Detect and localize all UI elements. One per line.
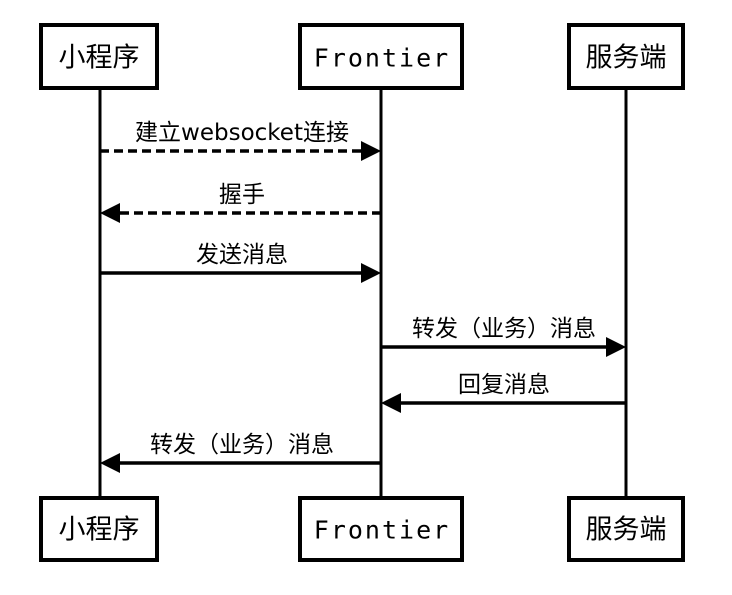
actor-bottom-miniprogram[interactable]: 小程序 — [39, 496, 159, 562]
bottom-actors-group: 小程序 Frontier 服务端 — [39, 496, 685, 562]
message-3-label: 发送消息 — [196, 242, 288, 268]
actor-box-bottom-frontier[interactable] — [298, 496, 464, 562]
message-4[interactable]: 转发（业务）消息 — [381, 316, 626, 357]
message-5-arrowhead — [381, 393, 401, 413]
actor-box-bottom-server[interactable] — [567, 496, 685, 562]
actor-label-bottom-server: 服务端 — [586, 515, 667, 546]
actor-top-server[interactable]: 服务端 — [567, 23, 685, 90]
actor-box-top-miniprogram[interactable] — [39, 23, 159, 90]
message-4-arrowhead — [606, 337, 626, 357]
message-2-label: 握手 — [219, 182, 265, 208]
message-4-label: 转发（业务）消息 — [412, 316, 596, 342]
message-3-arrowhead — [361, 263, 381, 283]
actor-box-top-frontier[interactable] — [298, 23, 464, 90]
actor-label-top-frontier: Frontier — [314, 44, 450, 73]
actor-top-miniprogram[interactable]: 小程序 — [39, 23, 159, 90]
top-actors-group: 小程序 Frontier 服务端 — [39, 23, 685, 90]
message-1-arrowhead — [361, 141, 381, 161]
message-1[interactable]: 建立websocket连接 — [100, 120, 381, 161]
message-6-arrowhead — [100, 453, 120, 473]
actor-bottom-frontier[interactable]: Frontier — [298, 496, 464, 562]
message-2-arrowhead — [100, 203, 120, 223]
message-6[interactable]: 转发（业务）消息 — [100, 432, 381, 473]
message-1-label: 建立websocket连接 — [135, 120, 349, 146]
message-3[interactable]: 发送消息 — [100, 242, 381, 283]
actor-box-bottom-miniprogram[interactable] — [39, 496, 159, 562]
message-6-label: 转发（业务）消息 — [150, 432, 334, 458]
actor-label-top-server: 服务端 — [586, 43, 667, 74]
actor-box-top-server[interactable] — [567, 23, 685, 90]
actor-label-top-miniprogram: 小程序 — [59, 43, 140, 74]
message-5-label: 回复消息 — [458, 372, 550, 398]
actor-label-bottom-miniprogram: 小程序 — [59, 515, 140, 546]
actor-label-bottom-frontier: Frontier — [314, 516, 450, 545]
actor-bottom-server[interactable]: 服务端 — [567, 496, 685, 562]
actor-top-frontier[interactable]: Frontier — [298, 23, 464, 90]
message-2[interactable]: 握手 — [100, 182, 381, 223]
lifelines-group — [98, 88, 628, 498]
message-5[interactable]: 回复消息 — [381, 372, 626, 413]
